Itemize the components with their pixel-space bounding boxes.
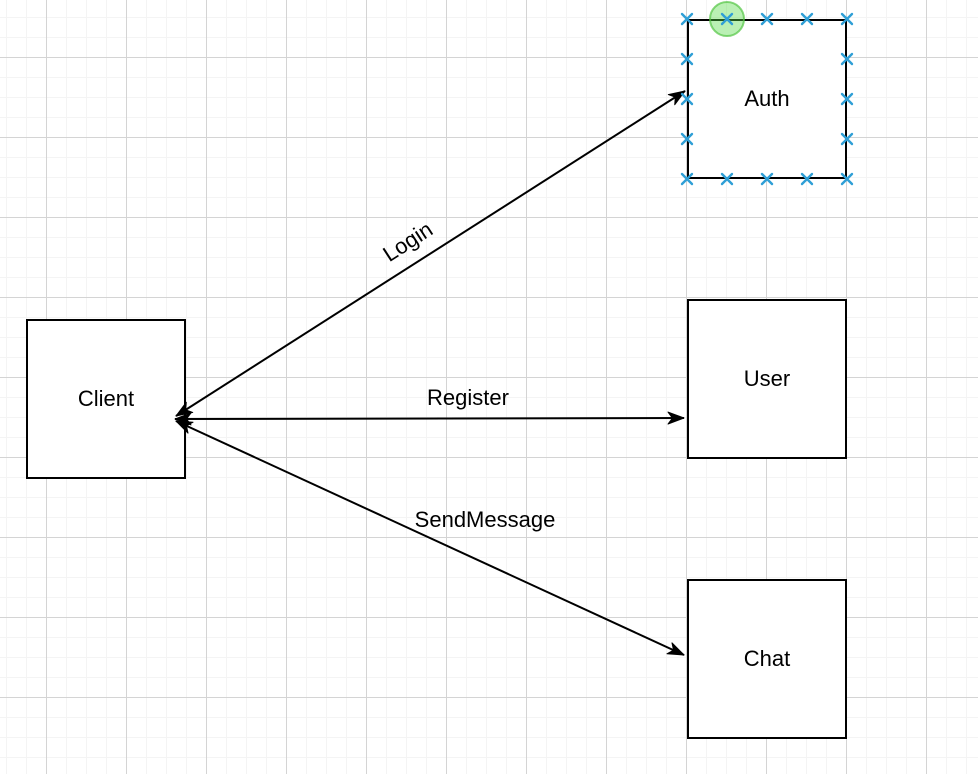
edge-line-register[interactable] [174,411,685,426]
connection-point[interactable] [760,172,774,186]
connection-point[interactable] [840,172,854,186]
connection-point[interactable] [840,132,854,146]
connection-point[interactable] [680,92,694,106]
node-client-label: Client [77,386,135,411]
connection-point[interactable] [720,172,734,186]
connection-point[interactable] [680,172,694,186]
edge-line-send-message[interactable] [175,420,685,656]
connection-point[interactable] [760,12,774,26]
connection-point[interactable] [720,12,734,26]
node-user-label: User [743,366,791,391]
node-chat-label: Chat [743,646,791,671]
connection-point[interactable] [840,52,854,66]
node-user[interactable]: User [687,299,847,459]
edge-line-login[interactable] [175,90,686,417]
connection-point[interactable] [800,172,814,186]
connection-point[interactable] [840,12,854,26]
connection-point[interactable] [840,92,854,106]
node-client[interactable]: Client [26,319,186,479]
node-chat[interactable]: Chat [687,579,847,739]
node-auth[interactable]: Auth [687,19,847,179]
edge-label-send-message[interactable]: SendMessage [414,507,556,532]
edge-label-register[interactable]: Register [427,385,509,410]
connection-point[interactable] [800,12,814,26]
connection-point[interactable] [680,132,694,146]
edge-label-login[interactable]: Login [378,216,438,267]
connection-point[interactable] [680,12,694,26]
connection-point[interactable] [680,52,694,66]
connection-points[interactable] [680,12,854,186]
node-auth-label: Auth [744,86,790,111]
